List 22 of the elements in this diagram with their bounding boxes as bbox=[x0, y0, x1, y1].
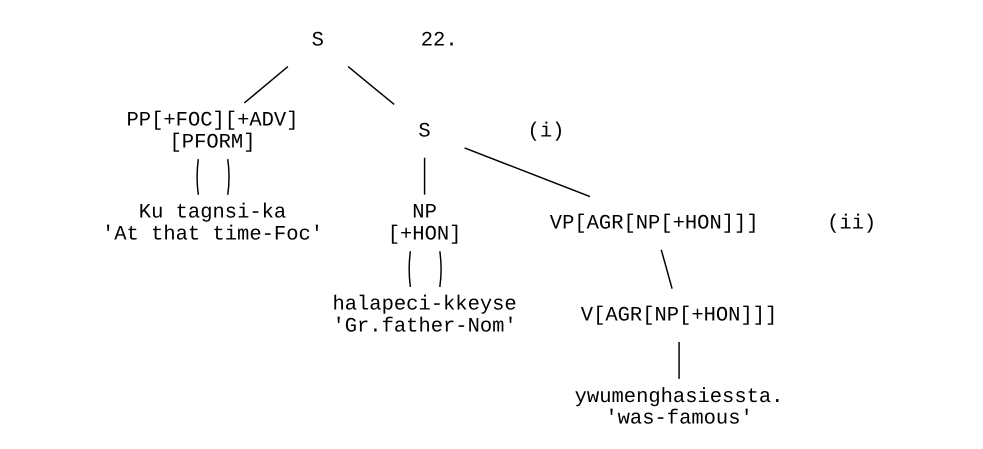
node-text: V[AGR[NP[+HON]]] bbox=[580, 304, 778, 328]
connector bbox=[196, 159, 200, 195]
label: 22. bbox=[420, 30, 458, 53]
node-text: S bbox=[418, 120, 431, 144]
node-text: VP[AGR[NP[+HON]]] bbox=[550, 212, 759, 236]
node-text: S bbox=[312, 30, 324, 53]
connector bbox=[660, 250, 673, 289]
connector bbox=[227, 159, 230, 195]
node-text: halapeci-kkeyse 'Gr.father-Nom' bbox=[332, 294, 517, 339]
node-text: PP[+FOC][+ADV] [PFORM] bbox=[126, 109, 298, 154]
connector bbox=[439, 251, 442, 288]
node-text: Ku tagnsi-ka 'At that time-Foc' bbox=[102, 201, 324, 246]
connector bbox=[424, 158, 426, 195]
connector bbox=[244, 66, 288, 104]
node-text: NP [+HON] bbox=[388, 201, 462, 246]
connector bbox=[408, 251, 412, 288]
label: (ii) bbox=[827, 212, 876, 236]
connector bbox=[678, 342, 680, 379]
connector bbox=[464, 147, 590, 198]
connector bbox=[348, 66, 395, 106]
label: (i) bbox=[528, 120, 564, 144]
node-text: ywumenghasiessta. 'was-famous' bbox=[574, 386, 784, 431]
